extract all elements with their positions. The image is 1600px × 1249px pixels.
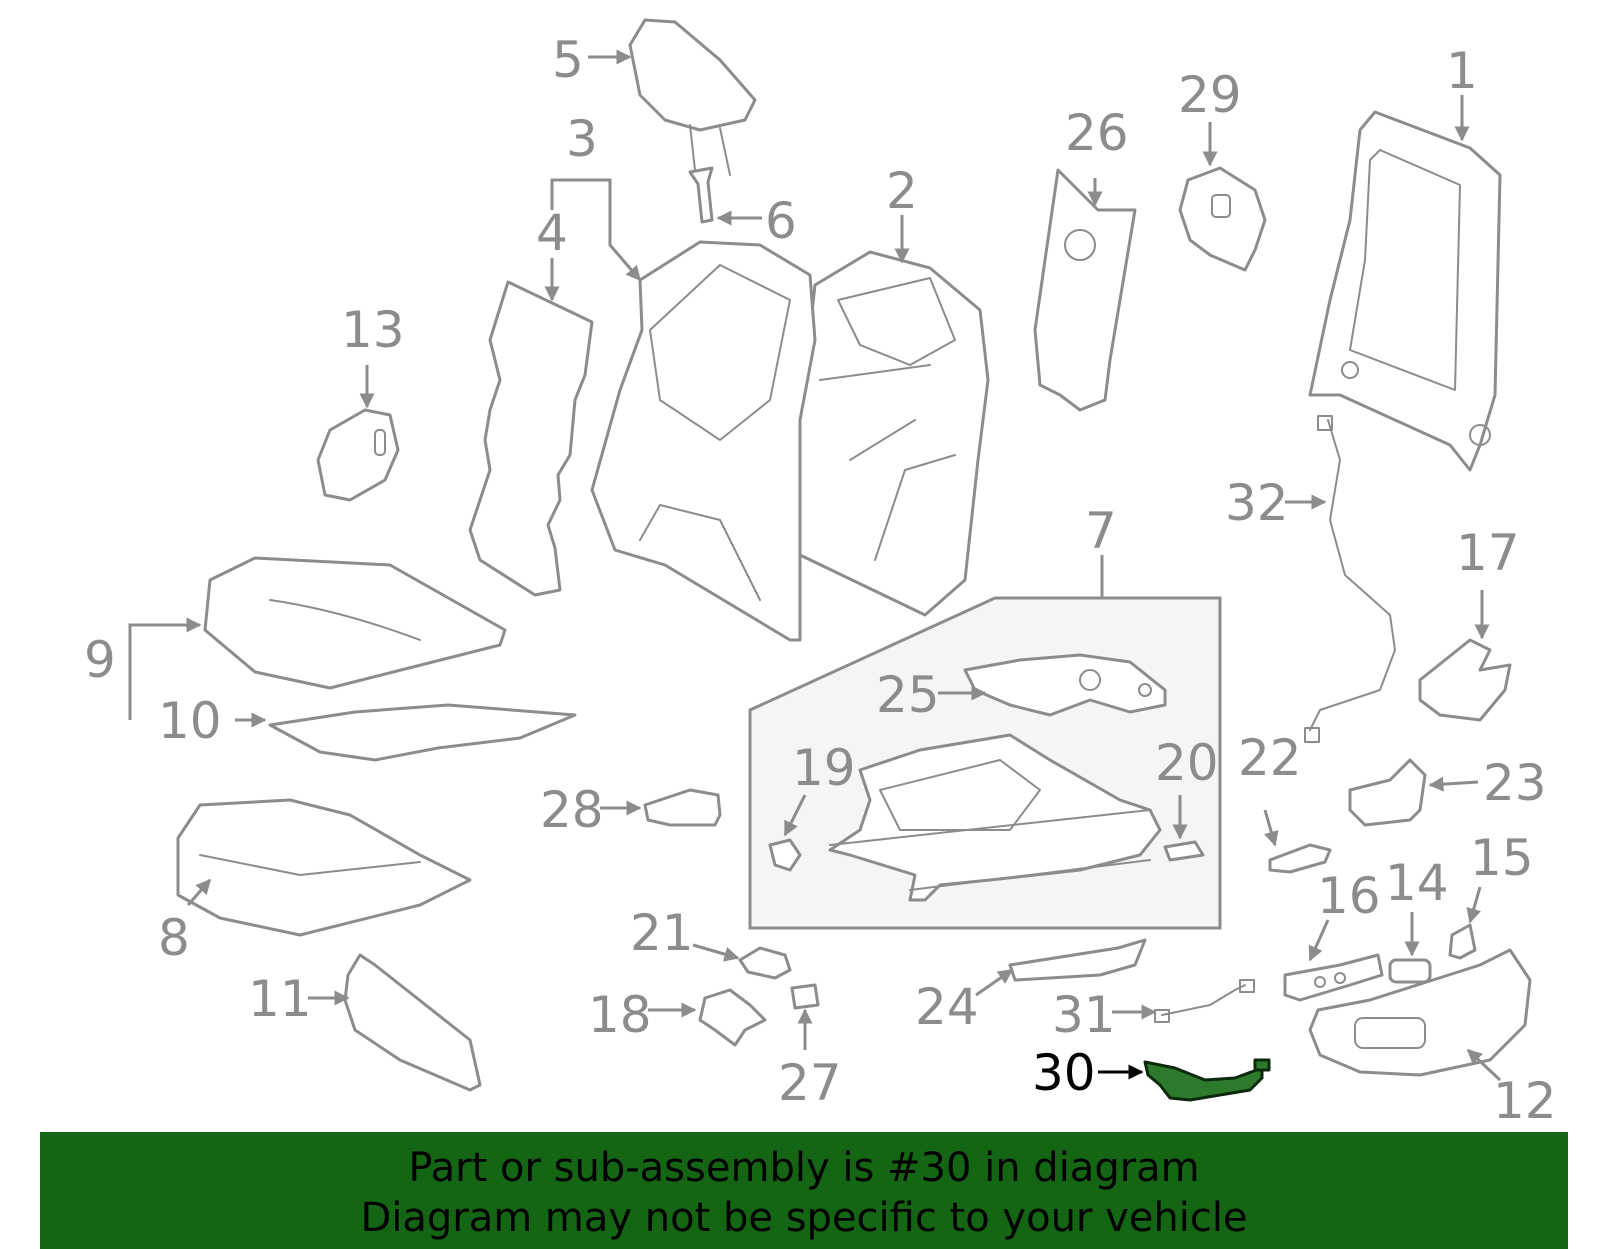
- callout-15: 15: [1470, 829, 1534, 887]
- callout-11: 11: [248, 970, 312, 1028]
- part-17-bracket[interactable]: [1418, 638, 1512, 722]
- part-22-clip[interactable]: [1268, 843, 1332, 874]
- part-6-headrest-guide[interactable]: [688, 166, 714, 224]
- banner-line-2: Diagram may not be specific to your vehi…: [360, 1195, 1248, 1241]
- leader-lines: [128, 49, 1502, 1082]
- callout-27: 27: [778, 1054, 842, 1112]
- callout-26: 26: [1065, 104, 1129, 162]
- callout-18: 18: [588, 986, 652, 1044]
- part-5-headrest[interactable]: [628, 18, 757, 176]
- callout-31: 31: [1052, 986, 1116, 1044]
- callout-29: 29: [1178, 66, 1242, 124]
- part-3-seatback-cover[interactable]: [590, 240, 817, 642]
- part-25-adjuster[interactable]: [963, 653, 1167, 717]
- part-14-knob[interactable]: [1388, 958, 1432, 984]
- callout-1: 1: [1446, 42, 1478, 100]
- callout-30: 30: [1032, 1044, 1096, 1102]
- part-32-wire-harness[interactable]: [1304, 415, 1396, 743]
- callout-3: 3: [566, 110, 598, 168]
- callout-4: 4: [536, 204, 568, 262]
- info-banner: Part or sub-assembly is #30 in diagram D…: [40, 1132, 1568, 1249]
- part-31-cable[interactable]: [1154, 979, 1255, 1023]
- part-28-bracket[interactable]: [643, 788, 722, 827]
- callout-5: 5: [552, 31, 584, 89]
- callout-17: 17: [1456, 524, 1520, 582]
- callout-20: 20: [1155, 734, 1219, 792]
- part-1-seatback-frame[interactable]: [1308, 110, 1502, 472]
- callout-13: 13: [341, 301, 405, 359]
- callout-7: 7: [1085, 502, 1117, 560]
- part-10-cushion-heater-mat[interactable]: [268, 703, 577, 762]
- part-23-cover[interactable]: [1348, 758, 1427, 827]
- part-29-cover[interactable]: [1178, 166, 1267, 272]
- callout-19: 19: [792, 739, 856, 797]
- part-15-knob[interactable]: [1448, 923, 1477, 960]
- callout-labels: 1 2 3 4 5 6 7 8 9 10 11 12 13 14 15 16 1…: [84, 31, 1557, 1130]
- callout-22: 22: [1238, 729, 1302, 787]
- callout-16: 16: [1317, 867, 1381, 925]
- callout-23: 23: [1483, 754, 1547, 812]
- part-9-cushion-cover[interactable]: [203, 556, 507, 690]
- callout-28: 28: [540, 781, 604, 839]
- callout-6: 6: [765, 192, 797, 250]
- part-30-highlighted[interactable]: [1143, 1058, 1271, 1102]
- banner-line-1: Part or sub-assembly is #30 in diagram: [408, 1145, 1200, 1191]
- callout-25: 25: [876, 666, 940, 724]
- callout-9: 9: [84, 631, 116, 689]
- callout-32: 32: [1225, 474, 1289, 532]
- part-11-side-trim[interactable]: [343, 953, 482, 1092]
- part-24-trim-strip[interactable]: [1008, 938, 1147, 982]
- callout-2: 2: [886, 162, 918, 220]
- callout-21: 21: [630, 904, 694, 962]
- part-20-clip[interactable]: [1163, 840, 1205, 862]
- part-4-pad-insert[interactable]: [468, 280, 594, 597]
- part-13-side-cap[interactable]: [316, 408, 400, 502]
- callout-14: 14: [1385, 854, 1449, 912]
- part-18-bracket[interactable]: [698, 988, 767, 1047]
- part-21-clip[interactable]: [738, 946, 792, 980]
- part-27-block[interactable]: [790, 983, 820, 1010]
- callout-12: 12: [1493, 1072, 1557, 1130]
- part-16-switch-base[interactable]: [1283, 953, 1384, 1002]
- part-19-small-clip[interactable]: [768, 838, 802, 872]
- part-26-side-bracket[interactable]: [1033, 168, 1137, 412]
- part-19-track-frame[interactable]: [828, 733, 1162, 902]
- part-12-side-shield[interactable]: [1308, 948, 1532, 1077]
- part-2-seatback-pad[interactable]: [798, 250, 990, 617]
- callout-8: 8: [158, 909, 190, 967]
- part-8-cushion-pad[interactable]: [176, 798, 472, 937]
- callout-24: 24: [915, 978, 979, 1036]
- callout-10: 10: [158, 692, 222, 750]
